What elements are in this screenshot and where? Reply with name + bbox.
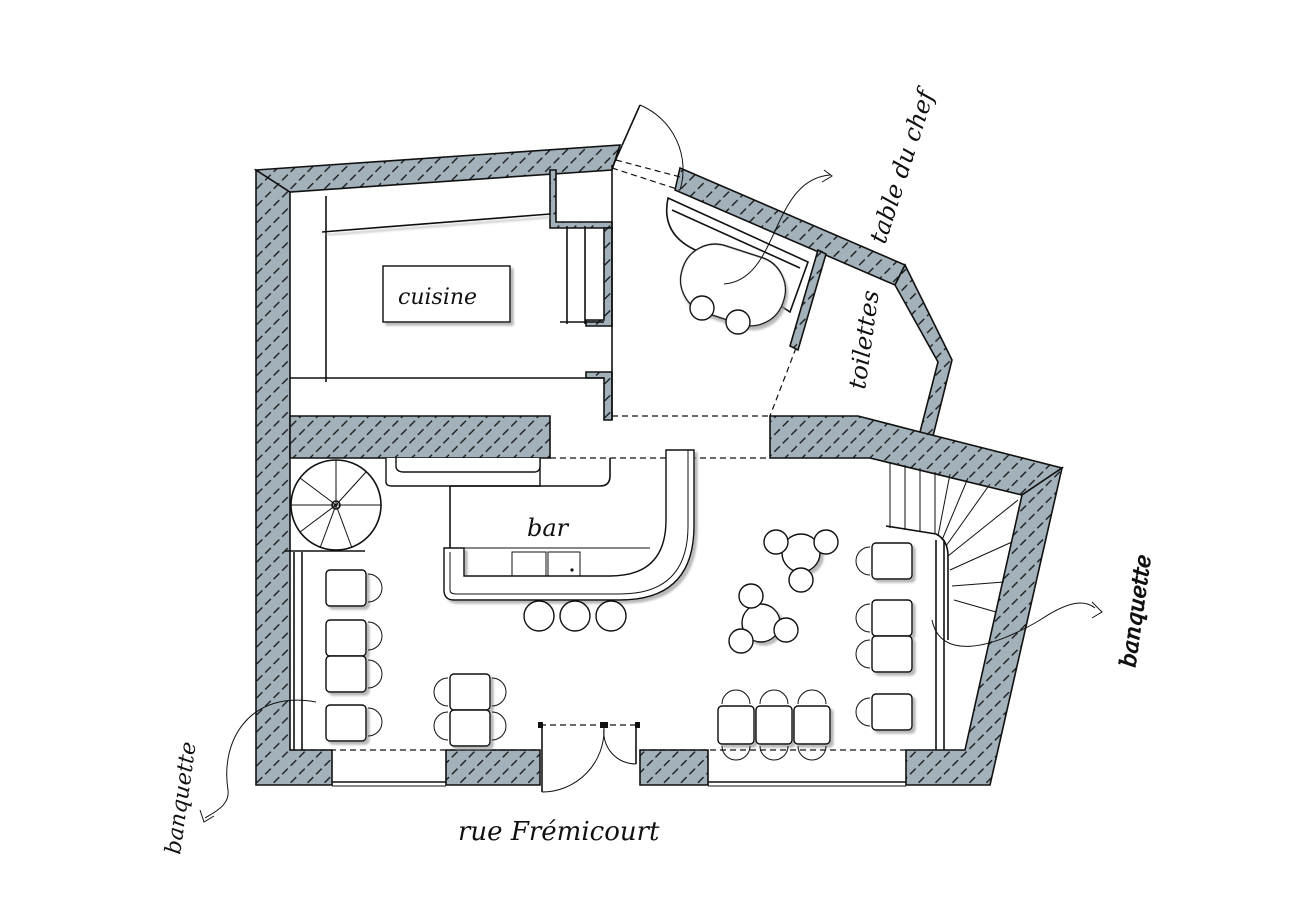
- table: [871, 635, 913, 673]
- table: [449, 673, 491, 711]
- bar-stool: [523, 600, 555, 632]
- wall-bottom-2: [639, 749, 709, 786]
- wall-kitchen-side: [585, 227, 613, 327]
- wall-toilets-outer: [894, 263, 953, 442]
- kitchen-fittings: cuisine: [290, 104, 770, 459]
- banquette-right-label: banquette: [1116, 553, 1157, 669]
- bar-stool: [595, 600, 627, 632]
- table: [793, 705, 831, 745]
- wall-kitchen-side-2: [585, 371, 613, 421]
- kitchen-label: cuisine: [398, 285, 477, 310]
- walls: [253, 144, 1064, 786]
- dining-area: [640, 529, 945, 761]
- table: [325, 655, 367, 693]
- wall-toilet-partition: [789, 248, 827, 352]
- table: [871, 693, 913, 731]
- bar-label: bar: [527, 514, 570, 542]
- banquette-left-label: banquette: [161, 740, 202, 856]
- table: [871, 599, 913, 637]
- table: [871, 542, 913, 580]
- wall-middle: [769, 415, 1064, 496]
- table: [717, 705, 755, 745]
- wall-right: [905, 466, 1064, 786]
- wall-top: [253, 144, 622, 193]
- wall-kitchen-stub: [549, 169, 613, 229]
- entrance-door[interactable]: [538, 722, 640, 793]
- table: [449, 709, 491, 747]
- table: [325, 704, 367, 742]
- chair: [725, 309, 751, 335]
- table: [325, 569, 367, 607]
- table: [755, 705, 793, 745]
- facade: [332, 781, 906, 787]
- chair: [689, 295, 715, 321]
- wall-bottom-1: [445, 749, 541, 786]
- table: [325, 619, 367, 657]
- toilets-label: toilettes: [843, 288, 885, 390]
- bar: bar: [385, 449, 695, 632]
- street-label: rue Frémicourt: [458, 817, 660, 847]
- spiral-staircase[interactable]: [285, 459, 382, 552]
- bar-stool: [559, 600, 591, 632]
- chef-table-label: table du chef: [864, 83, 941, 247]
- chef-table-area: table du chef toilettes: [666, 83, 941, 417]
- kitchen-label-box: [382, 265, 511, 323]
- wall-kitchen-bottom: [289, 415, 551, 459]
